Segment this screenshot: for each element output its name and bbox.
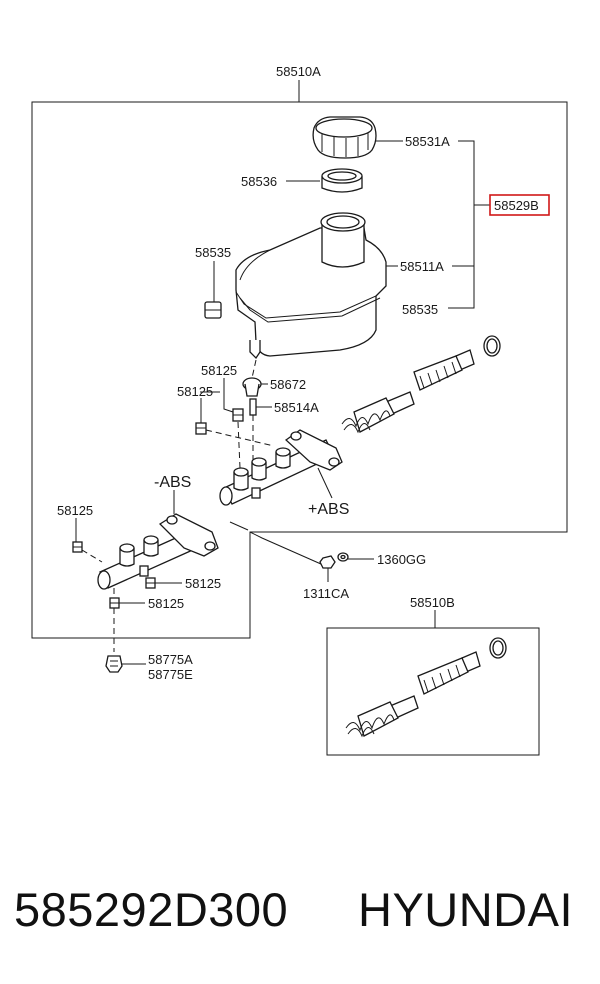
dash-line-3 — [237, 421, 241, 469]
reservoir-pin — [249, 398, 257, 416]
label-nut-a: 1360GG — [377, 552, 426, 567]
label-abs-minus: -ABS — [154, 474, 191, 491]
label-bolt-a: 58125 — [201, 363, 237, 378]
label-abs-plus: +ABS — [308, 501, 349, 518]
bolt-lower-left — [72, 541, 83, 553]
label-bleeder-a: 58775A — [148, 652, 193, 667]
cap-seal — [321, 168, 363, 193]
reservoir-cap — [312, 116, 377, 159]
nut-hex — [319, 555, 336, 569]
dash-line-2 — [205, 429, 275, 447]
port-grommet — [242, 377, 262, 397]
label-grommet-right: 58535 — [402, 302, 438, 317]
label-nut-b: 1311CA — [303, 586, 349, 601]
piston-assembly-bottom — [345, 637, 507, 738]
footer: 585292D300 HYUNDAI — [0, 878, 600, 948]
label-kit: 58529B — [494, 198, 539, 213]
tie-line-1 — [229, 521, 249, 531]
leader-abs-plus — [317, 467, 333, 499]
brand-name: HYUNDAI — [358, 883, 574, 936]
bleeder-screw — [105, 655, 123, 673]
label-grommet-left: 58535 — [195, 245, 231, 260]
label-seal: 58536 — [241, 174, 277, 189]
kit-bracket — [448, 140, 490, 309]
dash-line-1 — [251, 359, 257, 379]
assembly-frame-outline — [31, 101, 568, 639]
master-cylinder-abs-minus — [97, 513, 219, 590]
leader-bolt-a — [223, 378, 234, 413]
bolt-left — [195, 422, 207, 435]
label-pin: 58514A — [274, 400, 319, 415]
assembly-box-bottom — [326, 627, 540, 756]
master-cylinder-abs-plus — [219, 429, 343, 506]
label-bolt-d: 58125 — [185, 576, 221, 591]
bolt-upper — [232, 408, 244, 422]
label-reservoir: 58511A — [400, 259, 444, 274]
nut-line — [249, 531, 331, 569]
label-bolt-b: 58125 — [177, 384, 213, 399]
piston-assembly-right — [341, 335, 501, 434]
label-assembly-bottom: 58510B — [410, 595, 455, 610]
part-number: 585292D300 — [14, 883, 289, 936]
reservoir-tank — [235, 212, 387, 360]
dash-line-5 — [81, 549, 103, 563]
reservoir-grommet-left — [204, 301, 222, 319]
nut-small — [337, 552, 349, 562]
kit-highlight-box — [489, 194, 550, 216]
label-assembly-top: 58510A — [276, 64, 321, 79]
bolt-lower-bottom — [109, 597, 120, 609]
label-bleeder-b: 58775E — [148, 667, 193, 682]
label-bolt-c: 58125 — [57, 503, 93, 518]
bolt-lower-mid — [145, 577, 156, 589]
label-bolt-e: 58125 — [148, 596, 184, 611]
label-cap: 58531A — [405, 134, 450, 149]
label-port-grommet: 58672 — [270, 377, 306, 392]
